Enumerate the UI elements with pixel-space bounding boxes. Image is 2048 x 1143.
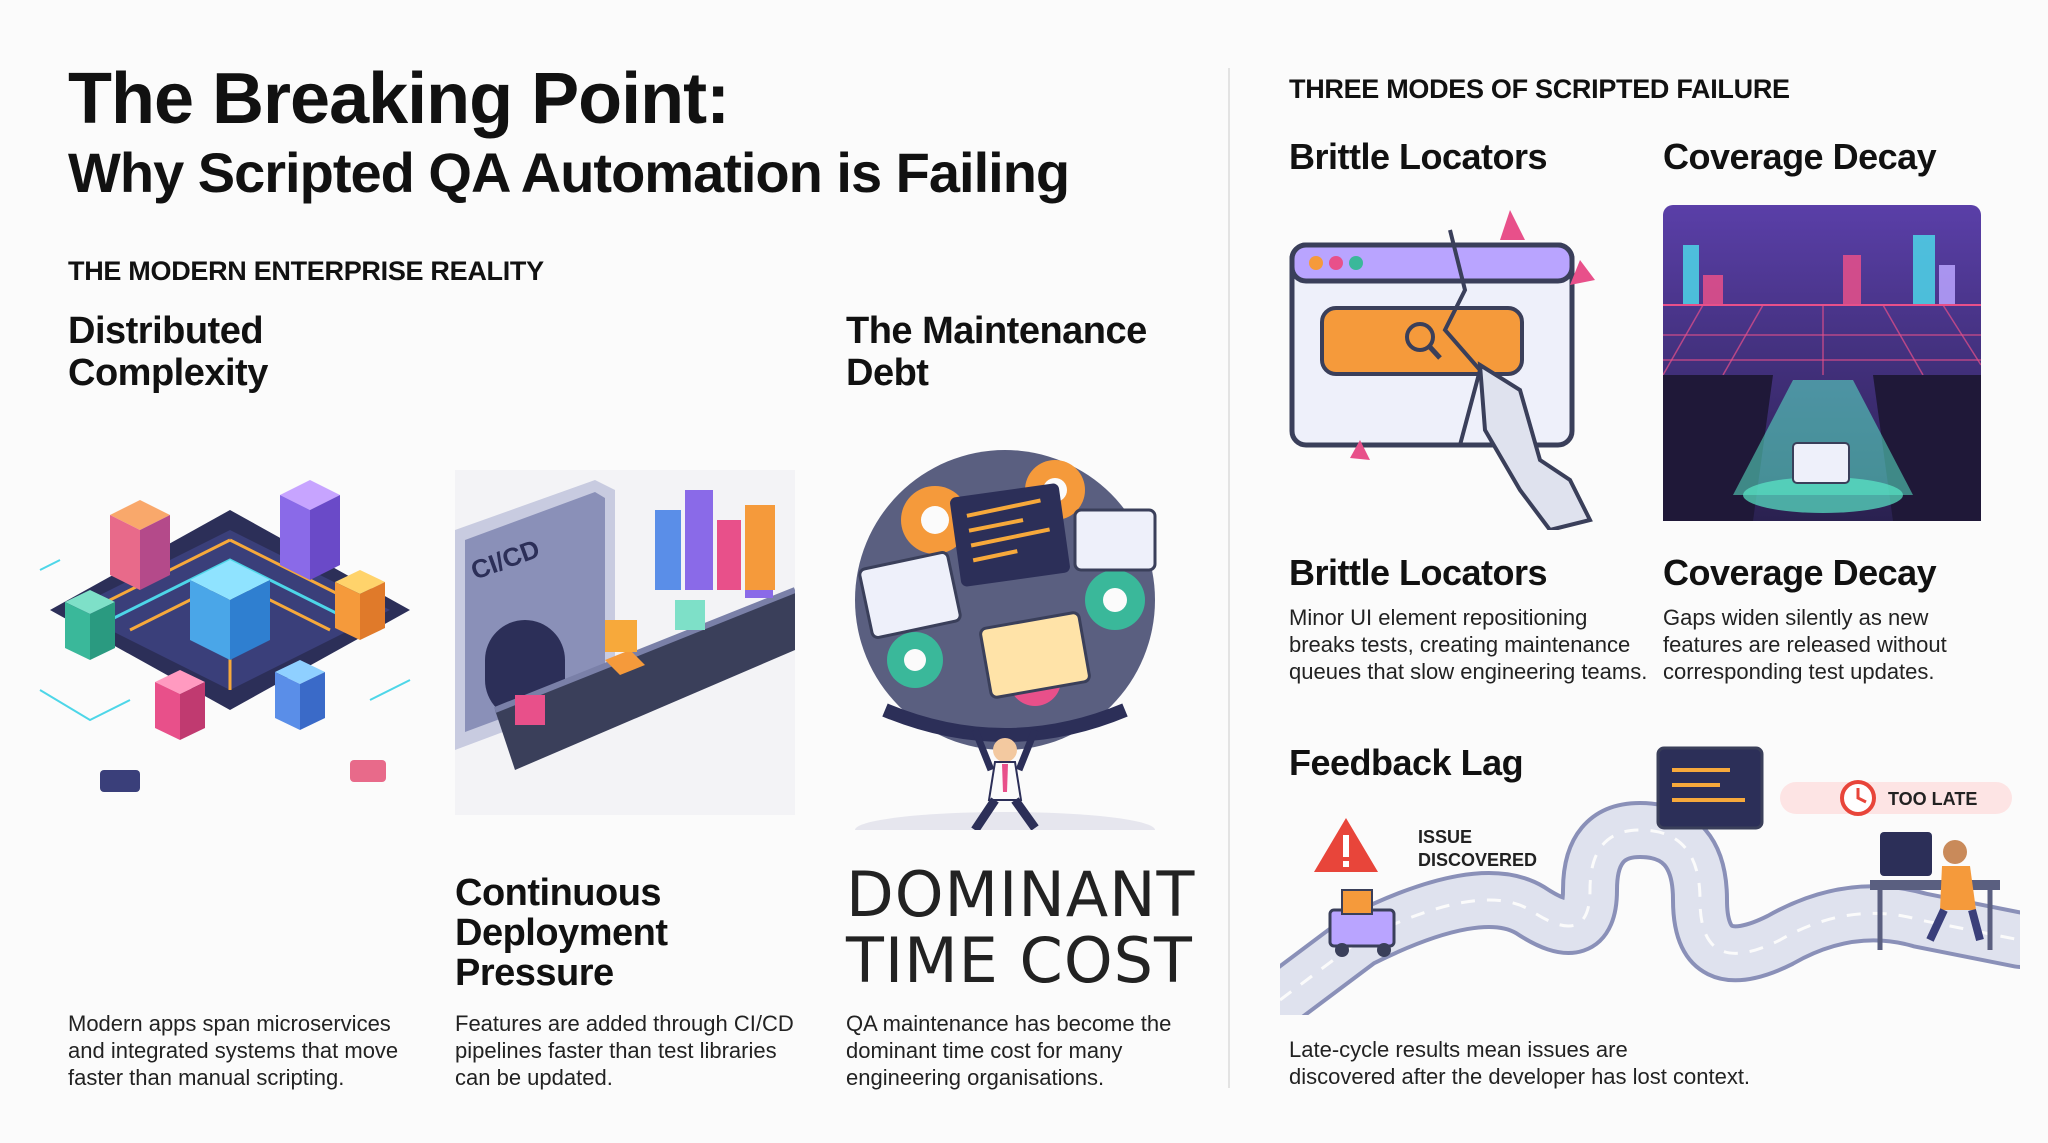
brittle-locators-heading: Brittle Locators (1289, 552, 1548, 593)
maintenance-burden-illustration (855, 450, 1157, 830)
clock-icon (1840, 780, 1876, 816)
dominant-time-cost-text: DOMINANT TIME COST (846, 858, 1196, 997)
column-divider (1228, 68, 1230, 1088)
coverage-decay-body: Gaps widen silently as new features are … (1663, 605, 1947, 684)
microservices-illustration (39, 480, 411, 792)
page-title: The Breaking Point: (68, 59, 730, 139)
maintenance-debt-body: QA maintenance has become the dominant t… (846, 1011, 1172, 1090)
cicd-pipeline-illustration: CI/CD (455, 470, 795, 815)
coverage-decay-top-heading: Coverage Decay (1663, 136, 1937, 177)
issue-discovered-label-2: DISCOVERED (1418, 850, 1537, 870)
brittle-locators-body: Minor UI element repositioning breaks te… (1289, 605, 1648, 684)
warning-icon (1314, 818, 1378, 872)
broken-ui-illustration (1289, 210, 1595, 530)
section-label-enterprise-reality: THE MODERN ENTERPRISE REALITY (68, 256, 544, 286)
issue-discovered-label-1: ISSUE (1418, 827, 1472, 847)
distributed-complexity-heading: Distributed Complexity (68, 310, 268, 394)
feedback-lag-body: Late-cycle results mean issues are disco… (1289, 1037, 1751, 1089)
continuous-deployment-heading: Continuous Deployment Pressure (455, 872, 668, 994)
section-label-failure-modes: THREE MODES OF SCRIPTED FAILURE (1289, 74, 1790, 104)
continuous-deployment-body: Features are added through CI/CD pipelin… (455, 1011, 794, 1090)
brittle-locators-top-heading: Brittle Locators (1289, 136, 1548, 177)
too-late-label: TOO LATE (1888, 789, 1977, 809)
distributed-complexity-body: Modern apps span microservices and integ… (68, 1011, 399, 1090)
page-subtitle: Why Scripted QA Automation is Failing (68, 141, 1070, 204)
coverage-gap-illustration (1663, 205, 1981, 521)
maintenance-debt-heading: The Maintenance Debt (846, 310, 1147, 394)
coverage-decay-heading: Coverage Decay (1663, 552, 1937, 593)
feedback-lag-heading: Feedback Lag (1289, 742, 1524, 783)
feedback-road-illustration: ISSUE DISCOVERED TOO LATE (1280, 746, 2020, 1015)
